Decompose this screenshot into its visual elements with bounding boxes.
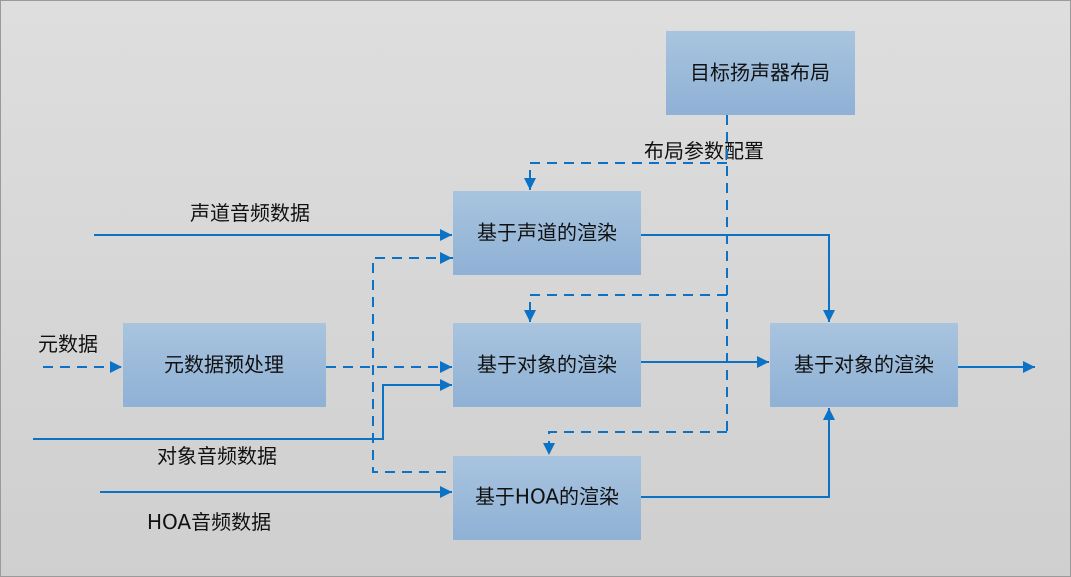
box-hoa-render: 基于HOA的渲染	[453, 456, 641, 540]
box-channel-render: 基于声道的渲染	[453, 191, 641, 275]
box-object-render: 基于对象的渲染	[453, 323, 641, 407]
box-target-layout-label: 目标扬声器布局	[690, 61, 830, 85]
label-channel-audio: 声道音频数据	[190, 201, 310, 225]
box-metadata-preprocess-label: 元数据预处理	[164, 353, 284, 377]
box-final-object-render: 基于对象的渲染	[770, 323, 958, 407]
box-target-layout: 目标扬声器布局	[666, 31, 855, 115]
label-hoa-audio: HOA音频数据	[147, 510, 271, 534]
box-object-render-label: 基于对象的渲染	[477, 353, 617, 377]
box-hoa-render-label: 基于HOA的渲染	[475, 485, 619, 509]
arrow-hoa-output	[641, 408, 835, 498]
label-metadata: 元数据	[38, 332, 98, 356]
arrow-object-audio	[33, 379, 452, 440]
label-object-audio: 对象音频数据	[157, 444, 277, 468]
box-metadata-preprocess: 元数据预处理	[123, 323, 326, 407]
label-layout-params: 布局参数配置	[644, 139, 764, 163]
box-channel-render-label: 基于声道的渲染	[477, 221, 617, 245]
metadata-branch-line	[372, 257, 453, 473]
arrow-channel-output	[641, 234, 835, 322]
box-final-object-render-label: 基于对象的渲染	[794, 353, 934, 377]
layout-params-connectors	[524, 115, 728, 455]
